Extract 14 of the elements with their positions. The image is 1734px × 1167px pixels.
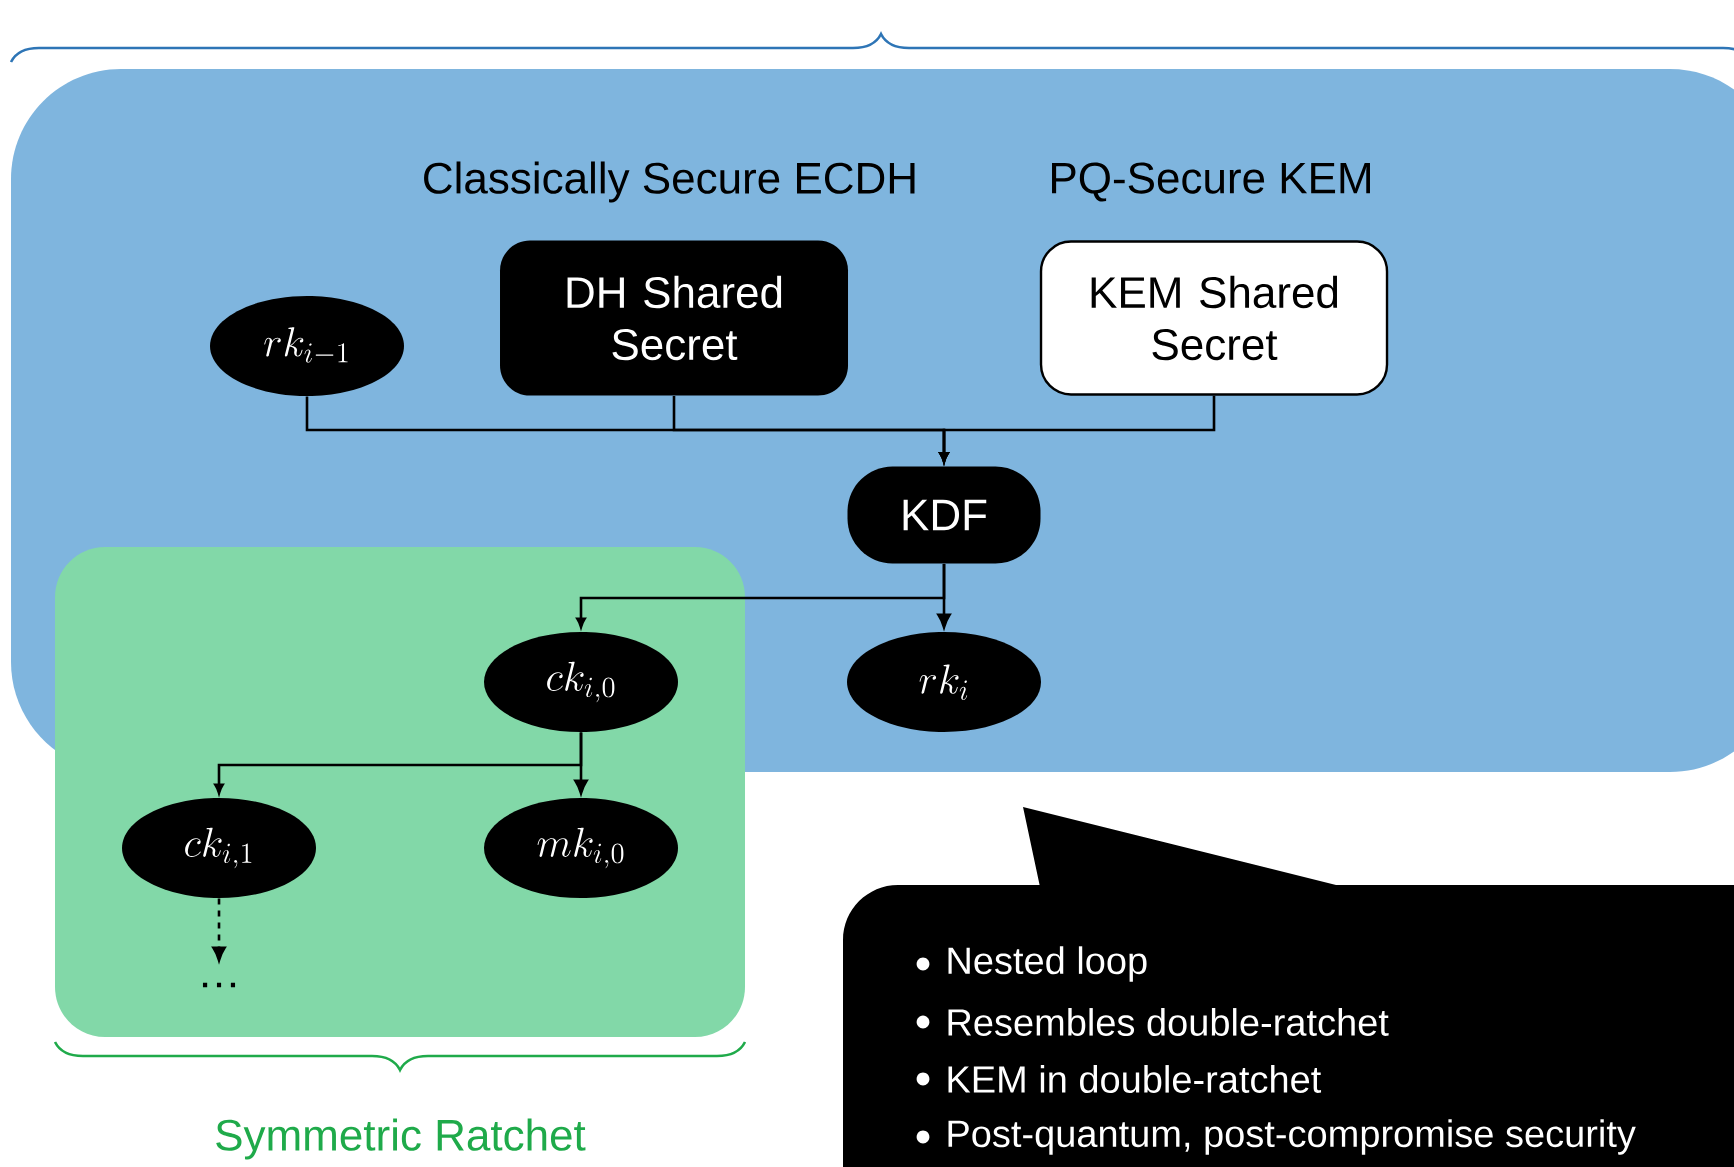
list-item: Resembles double-ratchet [916,1008,1389,1036]
arrow [939,395,1216,463]
process-box: DH Shared Secret [500,240,848,396]
heading-text: Classically Secure ECDH [424,161,915,203]
arrow [937,563,951,629]
list-item: KEM in double-ratchet [916,1065,1322,1093]
list-item: Nested loop [916,946,1147,982]
ellipsis-text: … [202,982,236,988]
process-box: KEM Shared Secret [1039,240,1389,396]
arrow [574,732,588,795]
list-item: Post-quantum, post-compromise security [916,1119,1636,1155]
arrow [212,898,226,962]
heading-text: PQ-Secure KEM [1052,162,1370,202]
caption-text: Symmetric Ratchet [216,1118,586,1160]
